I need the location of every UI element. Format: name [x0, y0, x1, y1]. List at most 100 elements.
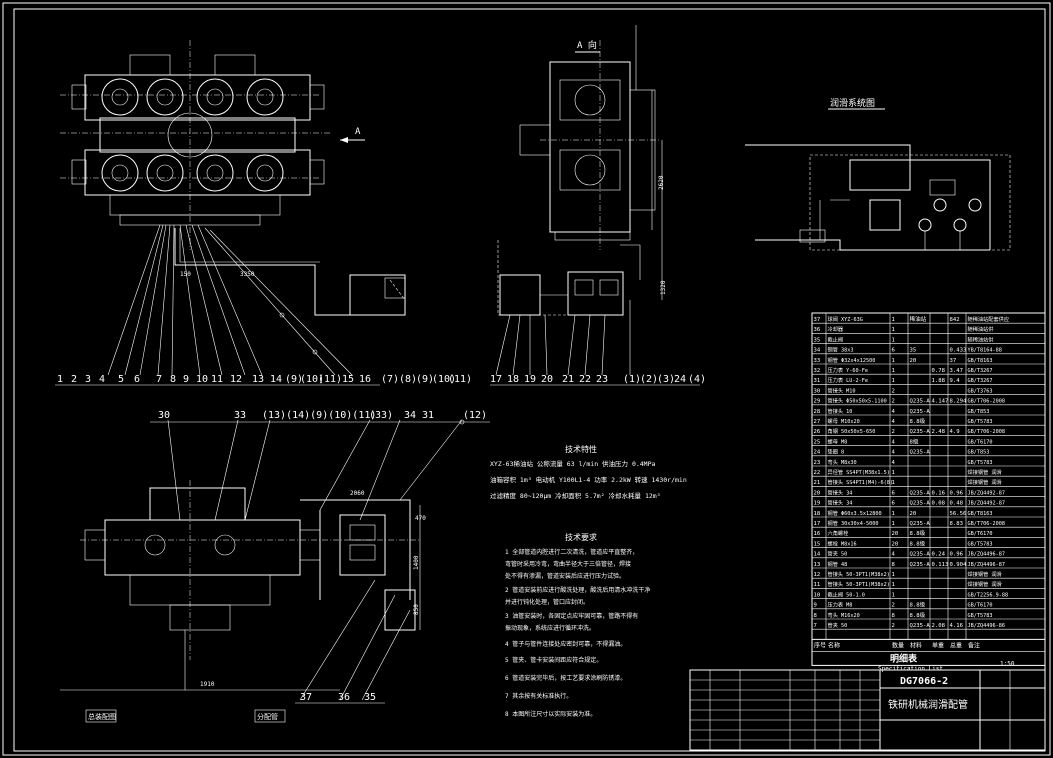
callout: 5	[118, 374, 124, 385]
dim-1320: 1320	[660, 280, 667, 295]
bom-cell: GB/T706-2008	[968, 429, 1005, 435]
bom-cell: 垫圈 8	[828, 448, 845, 456]
bom-cell: 1	[892, 582, 895, 588]
bom-cell: 13	[814, 562, 821, 568]
tech-req-line: 处不得有渗漏，管道安装后应进行压力试验。	[505, 572, 625, 580]
callout: 37	[300, 692, 312, 703]
bom-cell: 钢管 Φ60x3.5x12800	[828, 509, 882, 517]
tech-req-line: 8 本图所注尺寸以实际安装为准。	[505, 710, 596, 718]
bom-cell: 842	[950, 317, 960, 323]
callout: 20	[541, 374, 553, 385]
bom-scale: 1:50	[1000, 660, 1015, 667]
bom-cell: 21	[814, 480, 821, 486]
bom-cell: 2.08	[932, 623, 946, 629]
tech-spec-line: 过滤精度 80~120μm 冷却面积 5.7m² 冷却水耗量 12m³	[490, 491, 661, 500]
bom-cell: 管接头 Φ50x50x5-1100	[828, 397, 887, 405]
callout: (11)	[318, 374, 342, 385]
tech-spec-line: XYZ-63稀油站 公称流量 63 l/min 供油压力 0.4MPa	[490, 459, 656, 468]
bom-cell: 0.78	[932, 368, 946, 374]
drawing-title: 铁研机械润滑配管	[888, 698, 968, 711]
bom-cell: 8.8级	[910, 611, 926, 619]
callout: 2	[71, 374, 77, 385]
dim-850: 850	[413, 604, 420, 615]
bom-cell: Q235-A	[910, 450, 931, 456]
bom-cell: 4	[892, 460, 896, 466]
bom-cell: 28	[814, 409, 821, 415]
dim-3350: 3350	[240, 271, 255, 278]
callout: 21	[562, 374, 574, 385]
bom-cell: 6	[892, 348, 895, 354]
bom-frame	[811, 312, 1046, 666]
bom-cell: 弯头 M16x20	[828, 611, 860, 619]
dim-1400: 1400	[413, 555, 420, 570]
bom-cell: 1	[892, 572, 895, 578]
bom-cell: 25	[814, 439, 821, 445]
callout: (8)	[399, 374, 417, 385]
bom-cell: 1	[892, 358, 895, 364]
side-view-a: A 向 2620 1320	[490, 25, 700, 386]
bom-cell: 9.4	[950, 378, 961, 384]
callout: 10	[196, 374, 208, 385]
bom-cell: Q235-A	[910, 562, 931, 568]
bom-cell: 35	[814, 337, 821, 343]
tech-req-line: 3 油管安装时，各固定点应牢固可靠，管路不得有	[505, 612, 638, 620]
bom-cell: 19	[814, 501, 821, 507]
callout: 23	[596, 374, 608, 385]
bom-cell: 钢管 Φ32x4x12500	[828, 356, 876, 364]
bom-cell: Q235-A	[910, 623, 931, 629]
bom-cell: 1	[892, 317, 895, 323]
bom-cell: GB/T3763	[968, 388, 993, 394]
bom-cell: 8.8级	[910, 529, 926, 537]
bom-cell: GB/T6170	[968, 439, 993, 445]
callout: 8	[170, 374, 176, 385]
bom-cell: 管接头 SS4PT1(M4)-6(8)	[828, 478, 894, 486]
bom-cell: 1	[892, 327, 895, 333]
bom-cell: 35	[910, 348, 917, 354]
dim-150: 150	[180, 271, 191, 278]
bom-cell: YB/T8164-88	[968, 348, 1002, 354]
bom-cell: 随稀油站供	[968, 335, 994, 343]
bom-cell: 1	[892, 480, 895, 486]
corner-label-right: 分配管	[257, 712, 278, 721]
bom-header-cell: 材料	[910, 641, 922, 649]
plan-view-machine: A 150 3350	[55, 40, 406, 386]
callout: 22	[579, 374, 591, 385]
bom-cell: Q235-A	[910, 429, 931, 435]
bom-cell: 0.08	[932, 501, 946, 507]
bom-cell: JB/ZQ4492-87	[968, 501, 1005, 507]
bom-cell: 角钢 50x50x5-650	[828, 427, 876, 435]
bom-cell: 随稀油站供	[968, 325, 994, 333]
bom-cell: 焊接钢管 润滑	[968, 478, 1002, 486]
bom-cell: 截止阀 50-1.0	[828, 590, 865, 598]
bom-cell: 2	[892, 603, 895, 609]
callout: 33	[234, 410, 246, 421]
bom-cell: 2	[892, 399, 895, 405]
bom-cell: JB/ZQ4492-87	[968, 490, 1005, 496]
bom-cell: 1	[892, 521, 895, 527]
bom-cell: 4	[892, 419, 896, 425]
bom-cell: Q235-A	[910, 490, 931, 496]
callout: (3)	[657, 374, 675, 385]
bom-cell: JB/ZQ4496-87	[968, 552, 1005, 558]
callouts-bottom: 30 33 (13)(14)(9)(10)(11) (33) 34 31 (12…	[158, 410, 487, 703]
bom-cell: 压力表 Y-60-Fe	[828, 366, 869, 374]
bom-cell: 螺母 M8	[828, 437, 848, 445]
callout: (9)	[285, 374, 303, 385]
bom-cell: 0.113	[932, 562, 949, 568]
bom-cell: Q235-A	[910, 409, 931, 415]
bom-cell: 0.24	[932, 552, 946, 558]
bom-cell: 14	[814, 552, 821, 558]
callout: 6	[134, 374, 140, 385]
callout: (11)	[448, 374, 472, 385]
callout: (13)(14)(9)(10)(11)	[262, 410, 376, 421]
bom-cell: 1	[892, 592, 895, 598]
callout: 17	[490, 374, 502, 385]
bom-cell: 稀油站	[910, 315, 927, 323]
callout: 9	[183, 374, 189, 385]
bom-cell: GB/T5783	[968, 613, 993, 619]
callout: 4	[99, 374, 105, 385]
bom-cell: 20	[814, 490, 821, 496]
dim-1910: 1910	[200, 681, 215, 688]
bom-cell: GB/T2256.9-88	[968, 592, 1009, 598]
